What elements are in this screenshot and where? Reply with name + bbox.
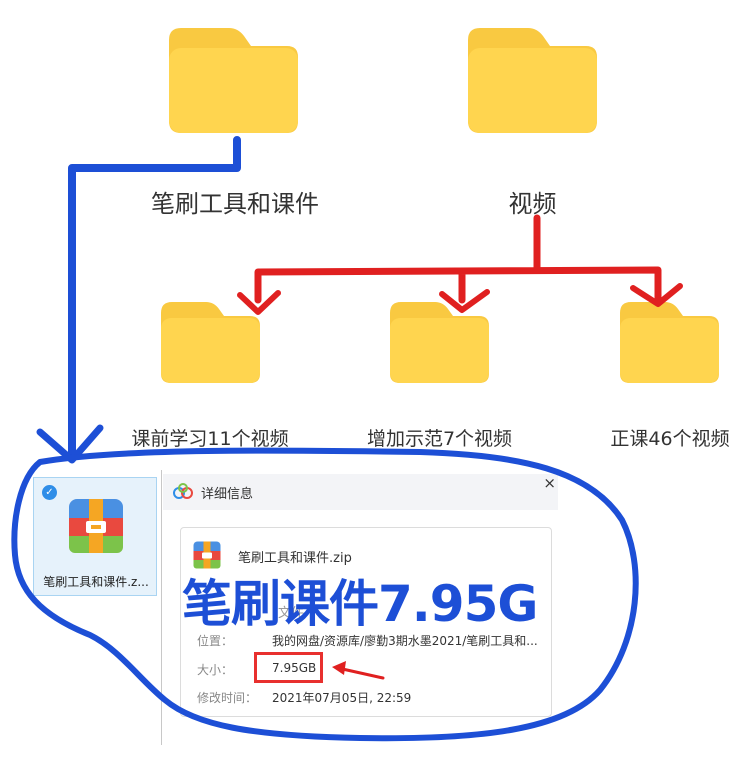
red-arrow-head [630, 283, 683, 307]
folder-label: 视频 [508, 190, 557, 218]
close-icon[interactable]: × [543, 474, 556, 492]
zip-file-icon [193, 541, 221, 569]
red-pointer-arrow [336, 666, 385, 680]
size-value: 7.95GB [272, 661, 317, 675]
folder-label: 课前学习11个视频 [131, 428, 289, 450]
archive-icon [69, 499, 123, 553]
details-card [180, 527, 552, 717]
folder-icon[interactable] [468, 28, 597, 133]
panel-title: 详细信息 [201, 487, 254, 502]
red-arrow-head [237, 290, 281, 315]
folder-icon[interactable] [169, 28, 298, 133]
folder-icon[interactable] [161, 302, 260, 383]
folder-label: 笔刷工具和课件 [151, 190, 319, 218]
folder-icon[interactable] [390, 302, 489, 383]
zip-file-name: 笔刷工具和课件.zip [238, 551, 352, 566]
file-name: 笔刷工具和课件.z... [43, 575, 149, 589]
folder-label: 正课46个视频 [610, 428, 730, 450]
blue-outline [11, 447, 639, 742]
red-arrow-head [439, 289, 490, 313]
file-tile[interactable]: ✓ 笔刷工具和课件.z... [33, 477, 157, 596]
red-arrow [254, 214, 662, 304]
modified-value: 2021年07月05日, 22:59 [272, 691, 412, 705]
modified-label: 修改时间： [197, 691, 258, 705]
panel-divider [161, 470, 162, 745]
location-value[interactable]: 我的网盘/资源库/廖勤3期水墨2021/笔刷工具和... [272, 634, 538, 648]
annotation-text: 笔刷课件7.95G [182, 575, 538, 633]
red-pointer-head [332, 661, 346, 675]
blue-arrow [68, 136, 241, 456]
partial-label: 文件 [278, 606, 305, 621]
folder-label: 增加示范7个视频 [366, 428, 513, 450]
location-label: 位置： [197, 634, 234, 648]
size-highlight-box [254, 652, 323, 683]
folder-icon[interactable] [620, 302, 719, 383]
size-label: 大小： [197, 663, 234, 677]
details-panel-header: 详细信息 × [163, 474, 558, 510]
checkmark-icon[interactable]: ✓ [42, 485, 57, 500]
cloud-logo-icon [173, 483, 193, 499]
